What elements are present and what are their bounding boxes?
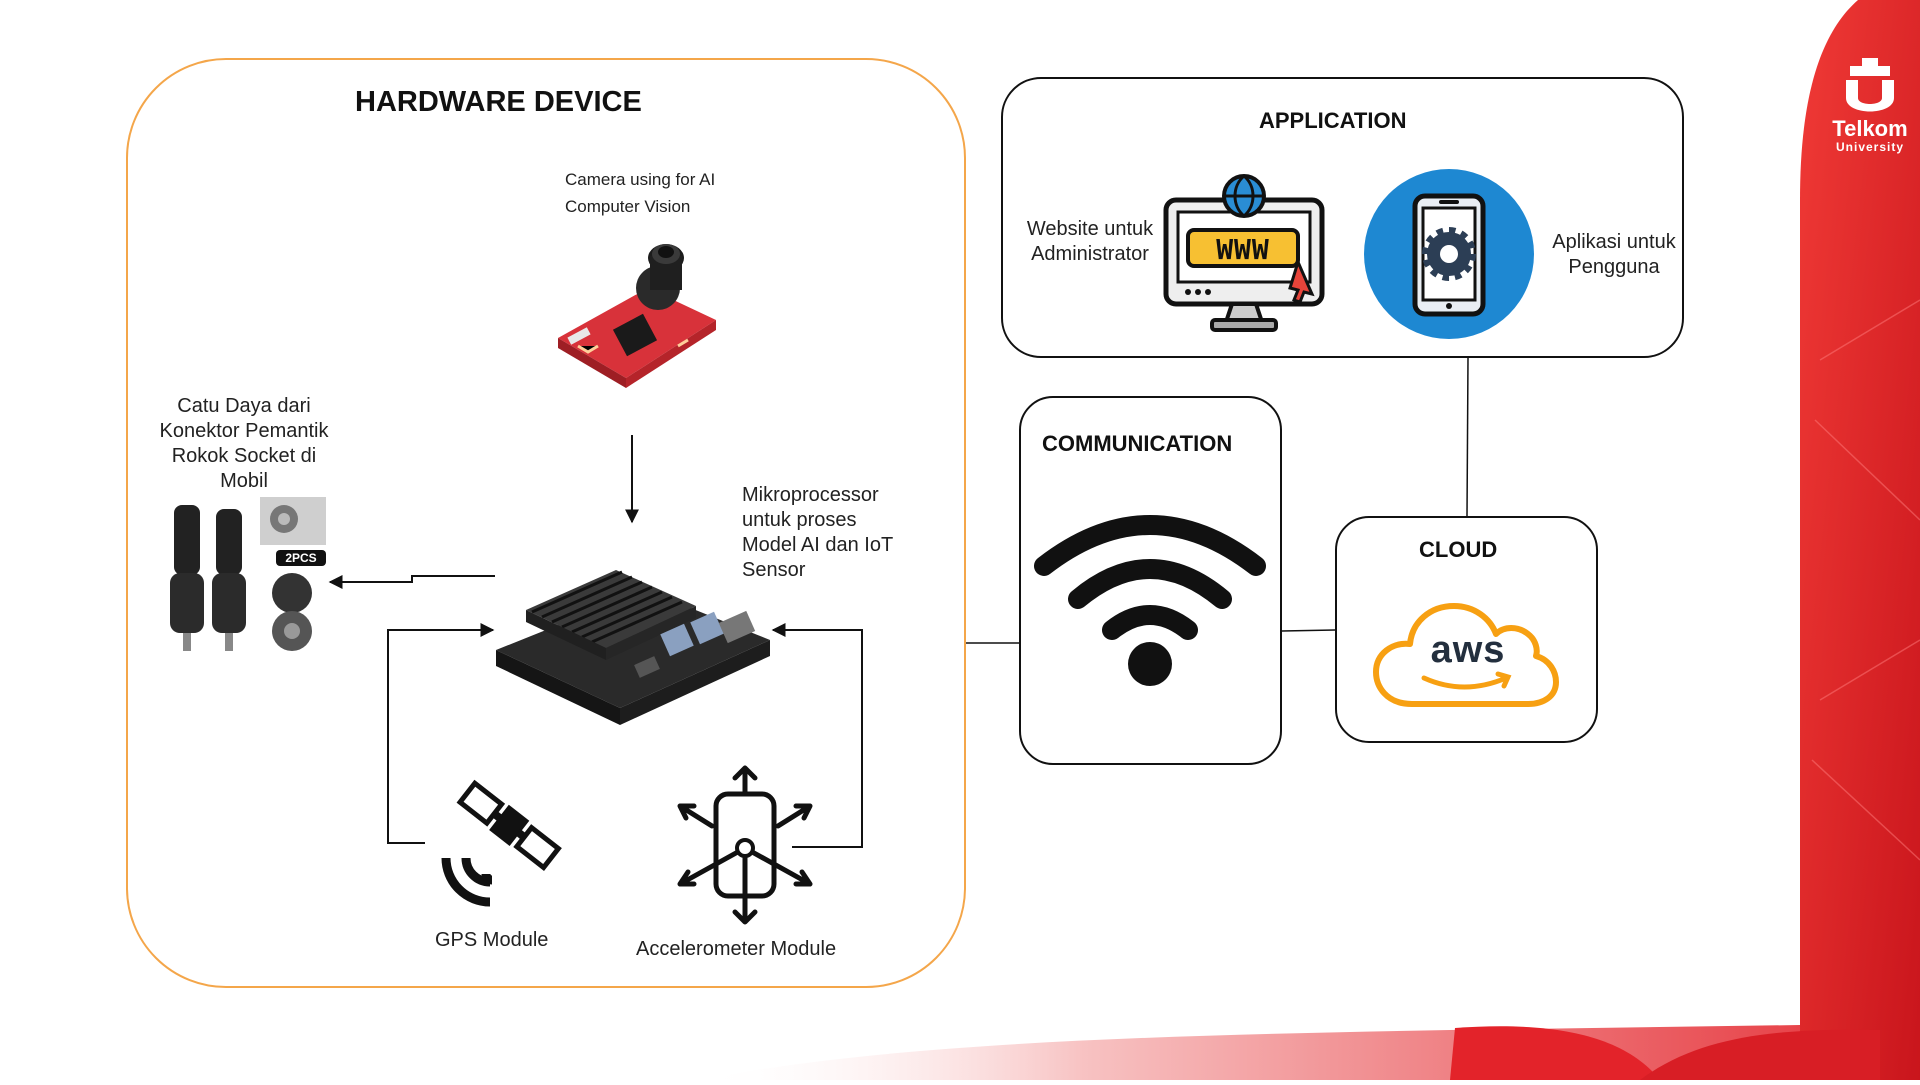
telkom-logo-sub: University [1835,140,1905,154]
line-communication-to-cloud [1281,629,1336,632]
power-badge: 2PCS [276,550,326,566]
communication-box [1019,396,1282,765]
car-charger-image [170,497,326,651]
hardware-device-box [126,58,966,988]
cloud-title: CLOUD [1419,537,1498,562]
camera-label: Camera using for AI Computer Vision [565,170,716,216]
arrow-accel-to-processor [771,623,863,848]
website-label: Website untuk Administrator [1026,218,1154,265]
communication-title: COMMUNICATION [1042,431,1233,456]
arrow-processor-to-power [328,575,495,589]
processor-label: Mikroprocessor untuk proses Model AI dan… [742,484,893,581]
mobile-app-icon [1364,169,1534,339]
website-icon-text: WWW [1216,233,1270,266]
gps-satellite-icon [441,779,562,907]
microprocessor-board-image [496,570,770,725]
website-monitor-icon [1163,174,1325,332]
telkom-logo: Telkom University [1820,58,1920,168]
power-label: Catu Daya dari Konektor Pemantik Rokok S… [159,395,329,492]
line-cloud-to-application [1466,357,1469,517]
application-title: APPLICATION [1259,108,1407,133]
gps-label: GPS Module [435,929,549,951]
arrow-gps-to-processor [387,623,495,844]
telkom-logo-name: Telkom [1832,116,1908,141]
accelerometer-icon [677,765,813,925]
aws-cloud-logo [1373,603,1559,707]
accelerometer-label: Accelerometer Module [636,938,837,960]
mobile-app-label: Aplikasi untuk Pengguna [1552,231,1676,278]
camera-module-image [558,244,716,388]
wifi-icon [1034,515,1266,686]
aws-logo-text: aws [1430,629,1506,671]
application-box [1001,77,1684,358]
hardware-device-title: HARDWARE DEVICE [355,86,642,118]
telkom-logo-icon [1846,58,1894,112]
